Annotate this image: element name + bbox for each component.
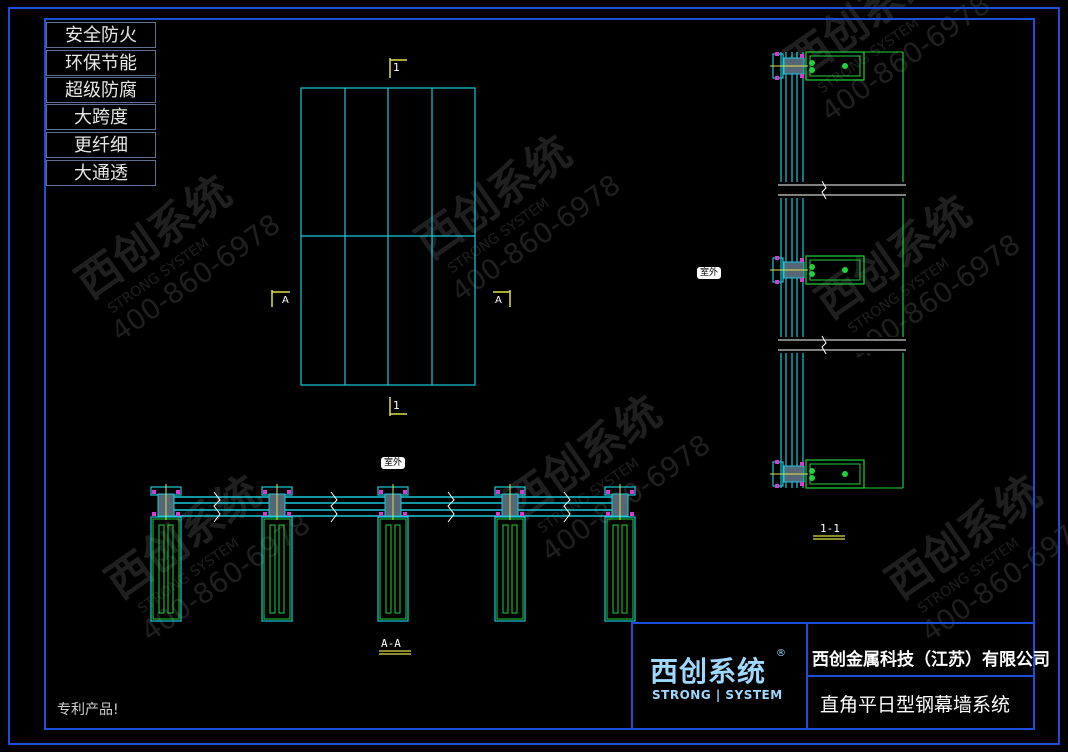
company-name: 西创金属科技（江苏）有限公司	[812, 650, 1050, 670]
outer-border	[8, 7, 1060, 745]
section-title-vertical: 1-1	[820, 522, 840, 535]
transom-section	[770, 255, 865, 285]
mullion-section	[604, 484, 636, 622]
mullion-section	[261, 484, 293, 622]
elevation-view	[300, 87, 476, 386]
patent-note: 专利产品!	[57, 702, 119, 718]
feature-item: 大通透	[46, 160, 156, 186]
section-title-horizontal: A-A	[381, 637, 401, 650]
vertical-section-detail	[770, 51, 908, 489]
mullion-section	[150, 484, 182, 622]
section-marker-a-right: A	[495, 295, 502, 306]
logo-chinese: 西创系统	[650, 655, 767, 688]
section-marker-1-top: 1	[393, 61, 400, 74]
section-marker-1-bottom: 1	[393, 399, 400, 412]
logo-english: STRONG | SYSTEM	[652, 688, 783, 702]
feature-item: 超级防腐	[46, 77, 156, 103]
registered-mark: ®	[776, 648, 786, 659]
feature-item: 环保节能	[46, 50, 156, 76]
mullion-section	[377, 484, 409, 622]
outdoor-label: 室外	[381, 457, 406, 469]
product-name: 直角平日型钢幕墙系统	[820, 694, 1011, 716]
section-marker-a-left: A	[282, 295, 289, 306]
transom-section	[770, 459, 865, 489]
horizontal-section-detail	[150, 484, 636, 622]
mullion-section	[494, 484, 526, 622]
outdoor-label: 室外	[697, 267, 722, 279]
title-block-lines	[631, 622, 1035, 730]
transom-section	[770, 51, 865, 81]
section-markers	[271, 58, 511, 416]
feature-item: 大跨度	[46, 104, 156, 130]
feature-item: 更纤细	[46, 132, 156, 158]
feature-item: 安全防火	[46, 22, 156, 48]
inner-border	[44, 18, 1035, 730]
